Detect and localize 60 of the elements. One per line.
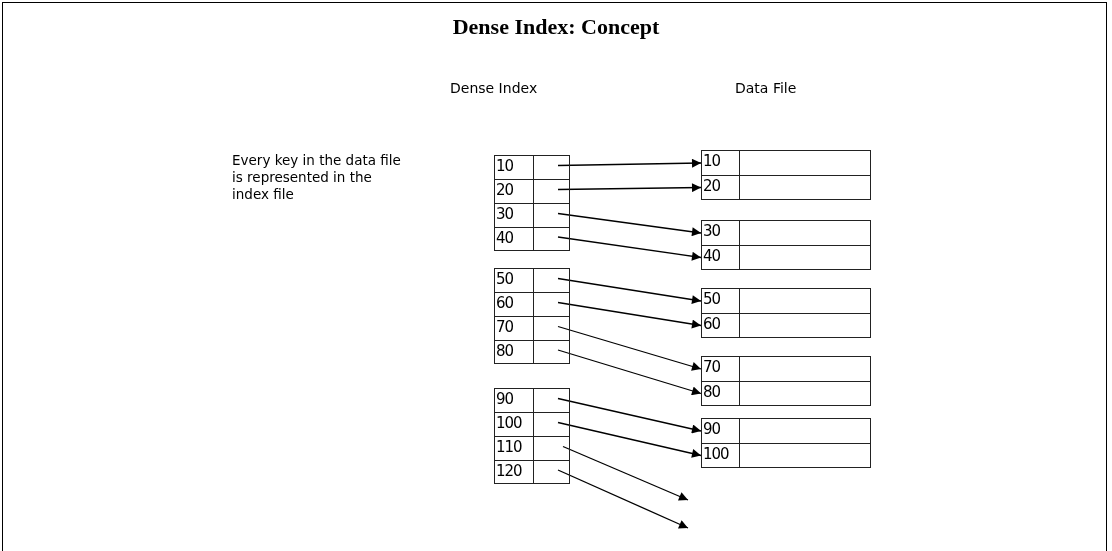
key-value: 90	[702, 419, 740, 443]
key-value: 80	[495, 341, 534, 363]
data-record	[701, 381, 871, 406]
data-record	[701, 443, 871, 468]
key-value: 50	[702, 289, 740, 313]
note-text: Every key in the data file is represented in the index file	[232, 152, 402, 203]
data-record	[701, 175, 871, 200]
key-value: 30	[495, 204, 534, 227]
index-entry	[494, 316, 570, 341]
diagram-title: Dense Index: Concept	[451, 14, 661, 40]
index-entry	[494, 436, 570, 461]
key-value: 30	[702, 221, 740, 245]
key-value: 40	[495, 228, 534, 250]
index-entry	[494, 460, 570, 484]
pointer-arrow	[557, 277, 702, 305]
data-record	[701, 356, 871, 382]
index-entry	[494, 227, 570, 251]
pointer-arrow	[557, 236, 702, 261]
pointer-arrow	[557, 301, 702, 329]
index-entry	[494, 412, 570, 437]
key-value: 70	[495, 317, 534, 340]
index-entry	[494, 268, 570, 293]
key-value: 50	[495, 269, 534, 292]
key-value: 10	[702, 151, 740, 175]
index-entry	[494, 203, 570, 228]
key-value: 40	[702, 246, 740, 269]
pointer-arrow	[557, 349, 702, 396]
column-heading: Data File	[735, 80, 797, 96]
key-value: 110	[495, 437, 534, 460]
key-value: 100	[495, 413, 534, 436]
key-value: 70	[702, 357, 740, 381]
key-value: 60	[702, 314, 740, 337]
key-value: 20	[495, 180, 534, 203]
data-record	[701, 313, 871, 338]
key-value: 120	[495, 461, 534, 483]
data-record	[701, 418, 871, 444]
pointer-arrow	[557, 469, 689, 529]
index-entry	[494, 340, 570, 364]
column-heading: Dense Index	[450, 80, 538, 96]
key-value: 20	[702, 176, 740, 199]
key-value: 60	[495, 293, 534, 316]
index-entry	[494, 155, 570, 180]
pointer-arrow	[557, 212, 702, 237]
pointer-arrow	[557, 158, 702, 168]
key-value: 90	[495, 389, 534, 412]
index-entry	[494, 388, 570, 413]
pointer-arrow	[557, 325, 702, 371]
pointer-arrow	[557, 183, 702, 193]
index-entry	[494, 292, 570, 317]
data-record	[701, 150, 871, 176]
key-value: 100	[702, 444, 740, 467]
pointer-arrow	[557, 421, 702, 458]
data-record	[701, 288, 871, 314]
data-record	[701, 220, 871, 246]
key-value: 80	[702, 382, 740, 405]
key-value: 10	[495, 156, 534, 179]
pointer-arrow	[557, 397, 702, 434]
index-entry	[494, 179, 570, 204]
pointer-arrow	[562, 445, 689, 501]
data-record	[701, 245, 871, 270]
